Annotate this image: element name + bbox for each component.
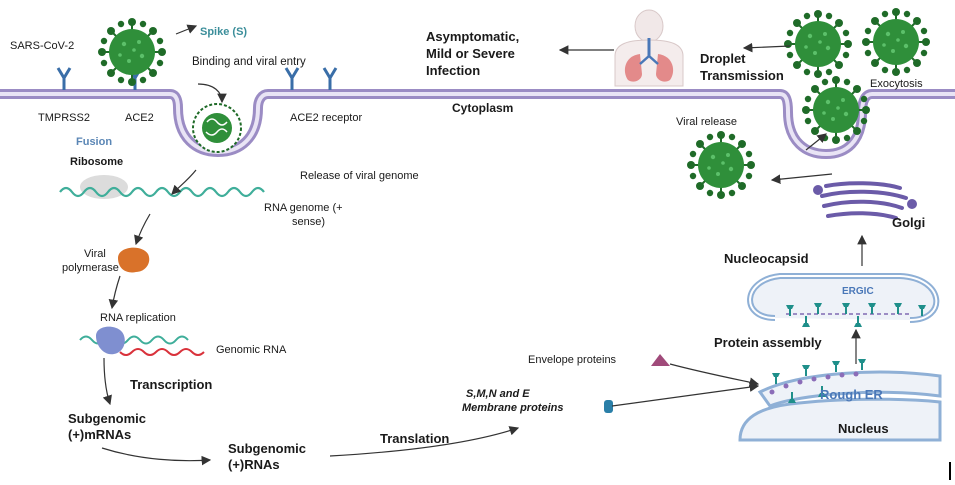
label-asymptomatic-line2: Mild or Severe [426,46,515,61]
label-asymptomatic-line1: Asymptomatic, [426,29,520,44]
label-ace2: ACE2 [125,112,154,124]
label-fusion: Fusion [76,136,113,148]
label-viral-line1: Viral [84,248,106,260]
label-nucleus: Nucleus [838,421,889,436]
label-asymptomatic-line3: Infection [426,63,481,78]
ribosome-icon [80,175,128,199]
virus-droplet-icon [861,7,931,77]
label-droplet-line2: Transmission [700,68,784,83]
membrane-protein-icon [604,400,613,413]
ace2-receptor-icon [284,66,300,92]
label-ace2-receptor: ACE2 receptor [290,112,363,124]
label-binding: Binding and viral entry [192,56,306,68]
label-smne-line2: Membrane proteins [462,402,564,414]
label-translation: Translation [380,431,450,446]
golgi-icon [813,181,917,220]
rough-er-compartment [738,358,942,442]
label-nucleocapsid: Nucleocapsid [724,251,809,266]
label-droplet-line1: Droplet [700,51,746,66]
label-smne-line1: S,M,N and E [466,388,530,400]
label-rna-genome-line2: sense) [292,216,326,228]
label-viral-release: Viral release [676,116,737,128]
label-cytoplasm: Cytoplasm [452,101,514,115]
envelope-protein-icon [651,354,670,366]
label-rna-replication: RNA replication [100,312,176,324]
label-envelope-proteins: Envelope proteins [528,354,617,366]
label-exocytosis: Exocytosis [870,78,923,90]
label-ergic: ERGIC [842,286,874,297]
flow-arrows [101,24,867,466]
lungs-icon [614,9,684,87]
label-rough-er: Rough ER [820,387,883,402]
label-tmprss2: TMPRSS2 [38,112,90,124]
label-ribosome: Ribosome [70,156,124,168]
viral-polymerase-icon [118,247,150,273]
label-protein-assembly: Protein assembly [714,335,822,350]
ace2-receptor-icon [322,66,338,92]
exocytosis-virus-icon [801,75,871,145]
label-viral-line2: polymerase [62,262,119,274]
label-release-genome: Release of viral genome [300,170,419,182]
label-spike: Spike (S) [200,26,248,38]
label-subgenomic-mrna-line1: Subgenomic [68,411,147,426]
rna-genome-strand [59,186,265,198]
label-golgi: Golgi [892,215,926,230]
label-subgenomic-rna-line1: Subgenomic [228,441,307,456]
tmprss2-receptor-icon [56,66,72,92]
rna-replication-complex [79,326,205,356]
label-genomic-rna: Genomic RNA [216,344,287,356]
label-subgenomic-mrna-line2: (+)mRNAs [68,427,132,442]
endocytosed-virus-icon [192,103,242,153]
label-transcription: Transcription [130,377,213,392]
released-virus-icon [686,130,756,200]
label-sars-cov2: SARS-CoV-2 [10,40,75,52]
virus-droplet-icon [783,9,853,79]
sars-cov2-virus-icon [97,17,167,87]
ergic-compartment [747,273,940,328]
label-subgenomic-rna-line2: (+)RNAs [228,457,280,472]
label-rna-genome-line1: RNA genome (+ [264,202,343,214]
